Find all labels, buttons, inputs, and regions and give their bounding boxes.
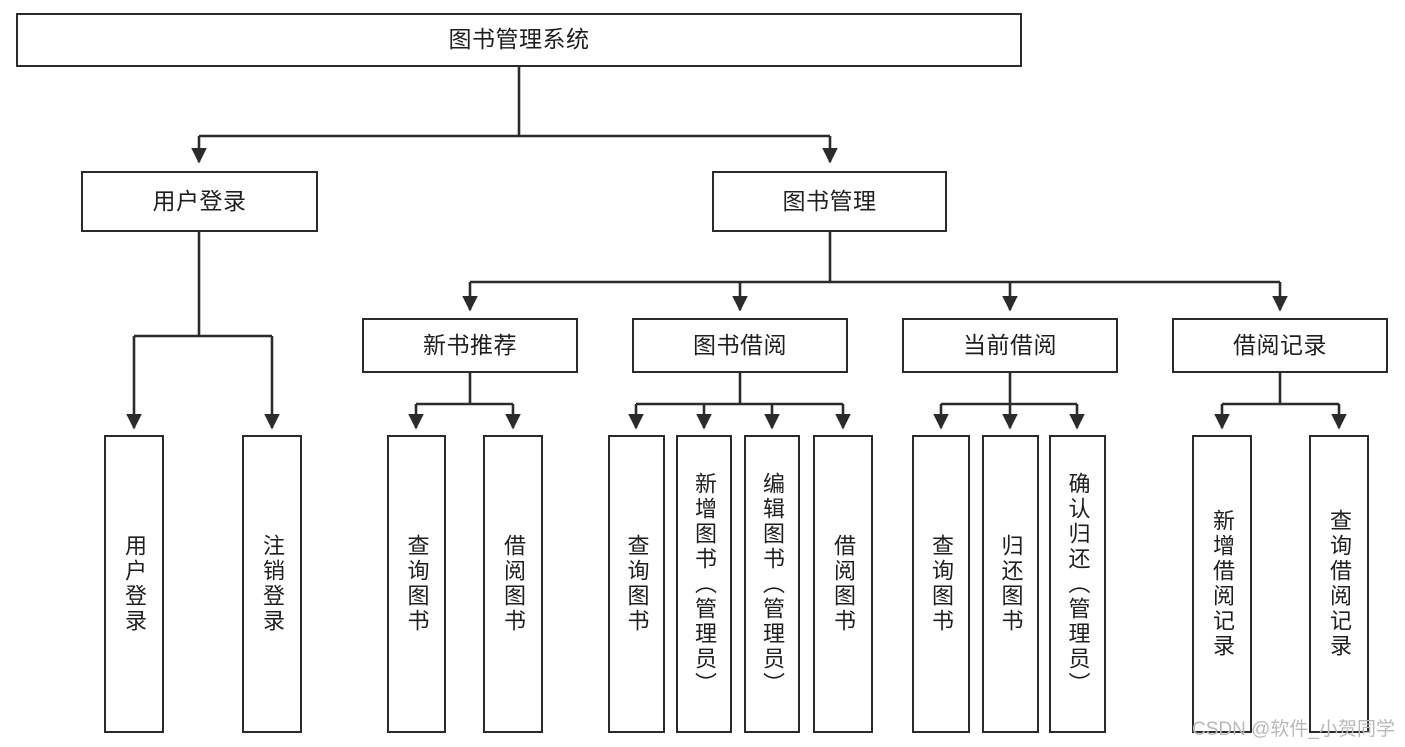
node-book-management-label: 图书管理 <box>782 187 877 214</box>
leaf-borrow-record-add-label: 新增借阅记录 <box>1210 509 1235 659</box>
leaf-user-login-login-label: 用户登录 <box>122 534 147 634</box>
node-root-label: 图书管理系统 <box>448 26 590 53</box>
leaf-book-borrow-borrow-label: 借阅图书 <box>831 534 856 634</box>
node-current-borrow-label: 当前借阅 <box>963 331 1057 358</box>
node-borrow-record-label: 借阅记录 <box>1233 331 1327 358</box>
leaf-current-borrow-return-label: 归还图书 <box>998 534 1024 634</box>
leaf-book-borrow-add-label: 新增图书（管理员） <box>692 471 717 697</box>
node-current-borrow[interactable]: 当前借阅 <box>902 318 1118 373</box>
leaf-book-borrow-query-label: 查询图书 <box>624 534 650 634</box>
leaf-user-login-logout-label: 注销登录 <box>260 534 285 634</box>
leaf-new-book-borrow[interactable]: 借阅图书 <box>483 435 543 733</box>
csdn-watermark: CSDN @软件_小贺同学 <box>1192 719 1395 740</box>
node-user-login[interactable]: 用户登录 <box>81 171 318 232</box>
leaf-book-borrow-add[interactable]: 新增图书（管理员） <box>676 435 732 733</box>
leaf-borrow-record-query[interactable]: 查询借阅记录 <box>1309 435 1369 733</box>
leaf-book-borrow-query[interactable]: 查询图书 <box>608 435 665 733</box>
leaf-current-borrow-confirm-label: 确认归还（管理员） <box>1065 471 1091 697</box>
leaf-current-borrow-query-label: 查询图书 <box>929 534 954 634</box>
leaf-user-login-logout[interactable]: 注销登录 <box>242 435 302 733</box>
leaf-new-book-query-label: 查询图书 <box>404 534 430 634</box>
node-book-borrow-label: 图书借阅 <box>693 331 787 358</box>
node-book-management[interactable]: 图书管理 <box>712 171 947 232</box>
leaf-book-borrow-borrow[interactable]: 借阅图书 <box>813 435 873 733</box>
leaf-new-book-query[interactable]: 查询图书 <box>387 435 446 733</box>
node-root[interactable]: 图书管理系统 <box>16 13 1022 67</box>
leaf-book-borrow-edit-label: 编辑图书（管理员） <box>760 471 785 697</box>
leaf-current-borrow-confirm[interactable]: 确认归还（管理员） <box>1049 435 1106 733</box>
leaf-book-borrow-edit[interactable]: 编辑图书（管理员） <box>744 435 800 733</box>
leaf-current-borrow-query[interactable]: 查询图书 <box>912 435 970 733</box>
leaf-new-book-borrow-label: 借阅图书 <box>501 534 526 634</box>
node-borrow-record[interactable]: 借阅记录 <box>1172 318 1388 373</box>
leaf-user-login-login[interactable]: 用户登录 <box>104 435 164 733</box>
node-new-book-recommend[interactable]: 新书推荐 <box>362 318 578 373</box>
leaf-borrow-record-query-label: 查询借阅记录 <box>1327 509 1352 659</box>
leaf-current-borrow-return[interactable]: 归还图书 <box>982 435 1039 733</box>
node-user-login-label: 用户登录 <box>152 187 247 214</box>
node-book-borrow[interactable]: 图书借阅 <box>632 318 848 373</box>
leaf-borrow-record-add[interactable]: 新增借阅记录 <box>1192 435 1252 733</box>
node-new-book-recommend-label: 新书推荐 <box>423 331 517 358</box>
